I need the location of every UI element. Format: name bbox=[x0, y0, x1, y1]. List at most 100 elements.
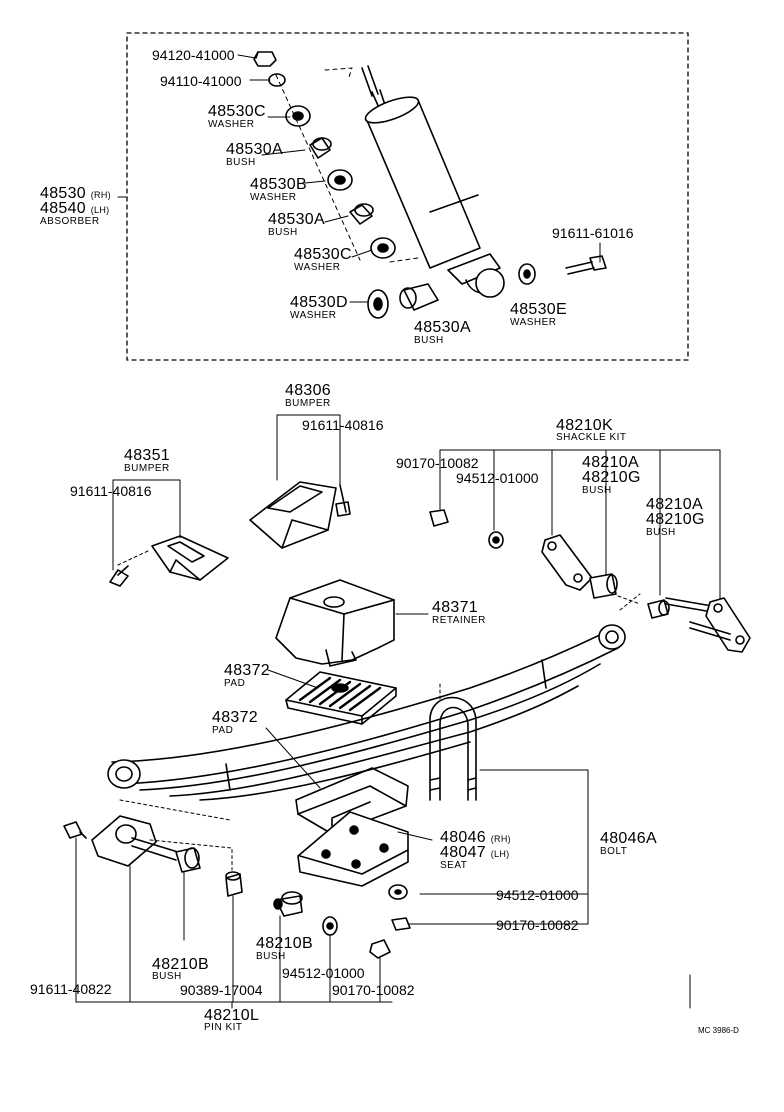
label-shackle-washer: 94512-01000 bbox=[456, 470, 539, 486]
label-pin-kit-name: PIN KIT bbox=[204, 1022, 243, 1033]
pad-48372-upper-leader bbox=[267, 669, 319, 689]
label-48530-rh: 48530 (RH) bbox=[40, 185, 111, 202]
pin-nut bbox=[369, 939, 391, 959]
label-seat-name: SEAT bbox=[440, 860, 468, 871]
label-48351-bolt: 91611-40816 bbox=[70, 483, 152, 499]
label-48351: 48351 bbox=[124, 447, 170, 464]
seat-48046 bbox=[297, 811, 409, 887]
label-48530a-low-name: BUSH bbox=[414, 335, 444, 346]
label-48540-lh: 48540 (LH) bbox=[40, 200, 110, 217]
label-48530b: 48530B bbox=[250, 176, 307, 193]
label-48046a-name: BOLT bbox=[600, 846, 628, 857]
label-48210a-1: 48210A bbox=[582, 454, 639, 471]
label-seat-washer: 94512-01000 bbox=[496, 887, 579, 903]
label-48210b-right: 48210B bbox=[256, 935, 313, 952]
u-bolt-leaders bbox=[407, 769, 589, 925]
label-48530c-low-name: WASHER bbox=[294, 262, 341, 273]
washer-48530c-low bbox=[370, 237, 396, 259]
label-pin-nut: 90170-10082 bbox=[332, 982, 415, 998]
label-48047: 48047 (LH) bbox=[440, 844, 510, 861]
bush-48530a-mid bbox=[349, 203, 374, 225]
label-48210k: 48210K bbox=[556, 417, 613, 434]
u-bolt-48046a bbox=[429, 696, 477, 801]
label-48530c-low: 48530C bbox=[294, 246, 352, 263]
label-48210k-name: SHACKLE KIT bbox=[556, 432, 627, 443]
label-48530c-top: 48530C bbox=[208, 103, 266, 120]
bumper-48351-leaders bbox=[112, 479, 181, 571]
washer-48530b bbox=[327, 169, 353, 191]
bumper-48351 bbox=[151, 535, 229, 581]
spring-dashed-axis bbox=[119, 593, 641, 821]
label-48530a-mid-name: BUSH bbox=[268, 227, 298, 238]
label-48530e: 48530E bbox=[510, 301, 567, 318]
bumper-48351-bolt bbox=[109, 565, 129, 587]
label-48046: 48046 (RH) bbox=[440, 829, 511, 846]
bumper-48306 bbox=[249, 481, 337, 549]
label-48530a-mid: 48530A bbox=[268, 211, 325, 228]
label-bush-2-name: BUSH bbox=[646, 527, 676, 538]
label-48530e-name: WASHER bbox=[510, 317, 557, 328]
shock-absorber bbox=[361, 65, 505, 298]
label-48306: 48306 bbox=[285, 382, 331, 399]
retainer-48371 bbox=[275, 579, 395, 667]
pad-48372-upper bbox=[285, 671, 397, 725]
pin-bush-right bbox=[273, 891, 303, 917]
shackle-nut bbox=[429, 509, 449, 527]
pin-washer bbox=[322, 916, 338, 936]
label-48210a-2: 48210A bbox=[646, 496, 703, 513]
pin-bracket bbox=[91, 815, 179, 867]
pin-collar bbox=[225, 871, 243, 897]
label-48210g-1: 48210G bbox=[582, 469, 641, 486]
label-91611-40822: 91611-40822 bbox=[30, 981, 112, 997]
shackle-bush-right bbox=[647, 599, 670, 619]
label-shackle-nut: 90170-10082 bbox=[396, 455, 479, 471]
label-48530c-top-name: WASHER bbox=[208, 119, 255, 130]
shackle-washer bbox=[488, 531, 504, 549]
pin-kit-leaders bbox=[75, 837, 393, 1009]
pin-dashed-axis bbox=[149, 839, 233, 871]
bush-48530a-low bbox=[399, 283, 439, 311]
seat-washer bbox=[388, 884, 408, 900]
label-48371: 48371 bbox=[432, 599, 478, 616]
leaf-spring bbox=[107, 624, 626, 801]
nut-94120 bbox=[253, 51, 277, 67]
bumper-48306-bolt bbox=[335, 484, 351, 517]
shackle-dashed-axis bbox=[617, 595, 641, 605]
absorber-leader-lines bbox=[117, 54, 601, 303]
absorber-dashed-axis bbox=[275, 67, 419, 263]
label-pin-washer: 94512-01000 bbox=[282, 965, 365, 981]
washer-94110 bbox=[268, 73, 286, 87]
figure-code: MC 3986-D bbox=[698, 1026, 739, 1035]
shackle-plate-left bbox=[541, 534, 593, 591]
label-91611-61016: 91611-61016 bbox=[552, 225, 634, 241]
label-48371-name: RETAINER bbox=[432, 615, 486, 626]
label-48372-upper: 48372 bbox=[224, 662, 270, 679]
absorber-group-box bbox=[126, 32, 689, 361]
seat-leader bbox=[397, 831, 433, 841]
label-48210b-left-name: BUSH bbox=[152, 971, 182, 982]
shackle-bush-left bbox=[589, 573, 618, 599]
label-48210g-2: 48210G bbox=[646, 511, 705, 528]
washer-48530e bbox=[518, 263, 536, 285]
label-48530d: 48530D bbox=[290, 294, 348, 311]
label-48372-upper-name: PAD bbox=[224, 678, 246, 689]
bumper-48306-leaders bbox=[276, 414, 341, 486]
label-48372-lower: 48372 bbox=[212, 709, 258, 726]
label-48530d-name: WASHER bbox=[290, 310, 337, 321]
pin-kit-bolt bbox=[63, 821, 87, 839]
label-48351-name: BUMPER bbox=[124, 463, 170, 474]
label-48306-bolt: 91611-40816 bbox=[302, 417, 384, 433]
label-48530b-name: WASHER bbox=[250, 192, 297, 203]
label-94120-41000: 94120-41000 bbox=[152, 47, 235, 63]
label-94110-41000: 94110-41000 bbox=[160, 73, 242, 89]
washer-48530c-top bbox=[285, 105, 311, 127]
label-48530a-low: 48530A bbox=[414, 319, 471, 336]
label-48210b-right-name: BUSH bbox=[256, 951, 286, 962]
label-90389-17004: 90389-17004 bbox=[180, 982, 263, 998]
bolt-91611-61016 bbox=[565, 255, 607, 275]
label-48530a-top-name: BUSH bbox=[226, 157, 256, 168]
label-48046a: 48046A bbox=[600, 830, 657, 847]
seat-nut bbox=[391, 917, 411, 931]
